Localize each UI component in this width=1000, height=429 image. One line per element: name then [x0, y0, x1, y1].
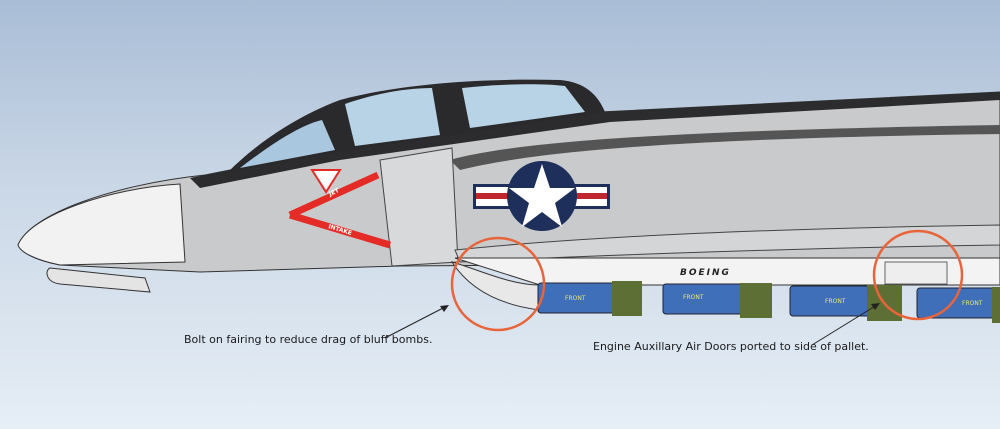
canopy-glass-rear	[462, 84, 585, 128]
bomb-stencil: FRONT	[962, 300, 983, 307]
bomb: FRONT	[789, 285, 902, 321]
weapons-pallet	[454, 257, 1000, 286]
intake-warning-stripe-lower	[288, 211, 392, 249]
arrowhead-fairing	[440, 305, 449, 312]
boeing-logo: BOEING	[680, 268, 731, 278]
dark-fairing-stripe	[450, 125, 1000, 170]
rescue-triangle	[310, 169, 342, 194]
canopy-glass-mid	[345, 88, 440, 146]
wing-leading-edge	[454, 224, 1000, 263]
intake-splitter	[379, 147, 459, 267]
air-doors-annotation: Engine Auxillary Air Doors ported to sid…	[593, 340, 869, 353]
bomb: FRONT	[662, 283, 772, 318]
bomb-stencil: FRONT	[825, 298, 846, 305]
leader-line-fairing	[384, 306, 446, 339]
highlight-circle-fairing	[450, 236, 546, 332]
intake-warning-stripe-upper	[288, 171, 380, 219]
national-insignia	[473, 161, 610, 231]
bomb-stencil: FRONT	[683, 294, 704, 301]
bomb: FRONT	[916, 287, 1000, 323]
aux-air-door	[884, 261, 948, 285]
bomb-stencil: FRONT	[565, 295, 586, 302]
highlight-circle-air-doors	[872, 229, 964, 321]
spine-stripe	[190, 92, 1000, 188]
canopy-glass-front	[240, 120, 335, 168]
fairing-annotation: Bolt on fairing to reduce drag of bluff …	[184, 333, 433, 346]
bomb: FRONT	[537, 281, 642, 316]
leader-line-air-doors	[811, 304, 878, 346]
pitot-probe	[46, 267, 151, 293]
jet-stencil: JET	[327, 187, 341, 198]
radome	[17, 183, 186, 266]
arrowhead-air-doors	[871, 303, 880, 310]
